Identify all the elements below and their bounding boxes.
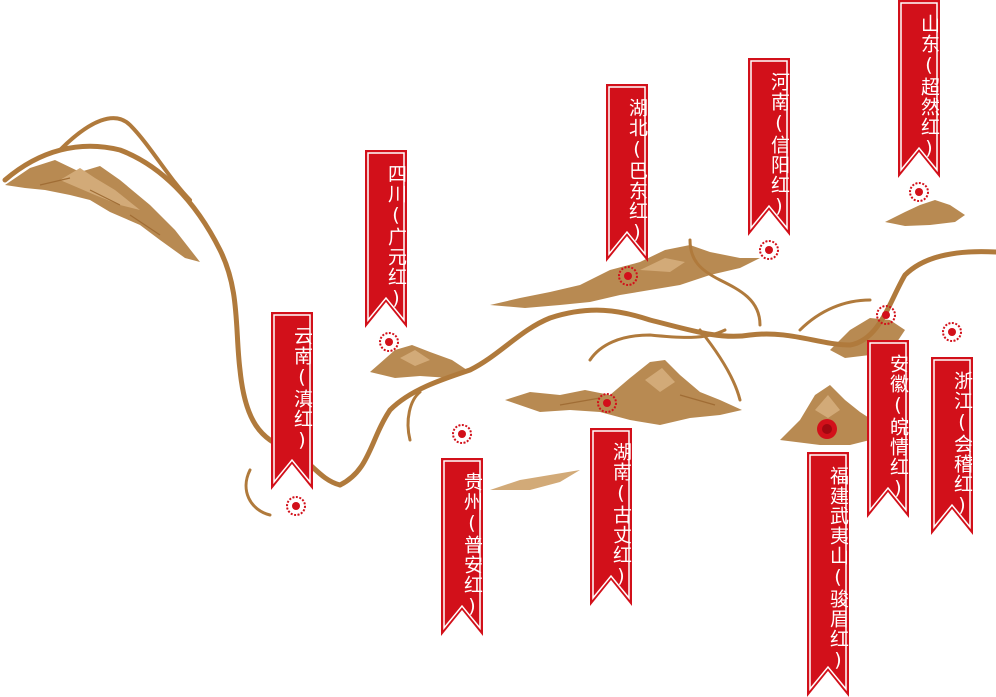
mountain-sichuan <box>370 345 470 378</box>
location-marker-hunan[interactable] <box>596 392 618 414</box>
banner-shandong[interactable]: 山东(超然红) <box>898 0 940 178</box>
location-marker-zhejiang[interactable] <box>941 321 963 343</box>
location-marker-sichuan[interactable] <box>378 331 400 353</box>
location-marker-anhui[interactable] <box>875 304 897 326</box>
banner-fujian[interactable]: 福建武夷山(骏眉红) <box>807 452 849 697</box>
banner-yunnan[interactable]: 云南(滇红) <box>271 312 313 490</box>
banner-label-hubei: 湖北(巴东红) <box>626 98 648 244</box>
banner-label-guizhou: 贵州(普安红) <box>461 472 483 618</box>
banner-zhejiang[interactable]: 浙江(会稽红) <box>931 357 973 535</box>
banner-hubei[interactable]: 湖北(巴东红) <box>606 84 648 262</box>
location-marker-shandong[interactable] <box>908 181 930 203</box>
mountain-range-west <box>5 160 200 262</box>
location-marker-guizhou[interactable] <box>451 423 473 445</box>
banner-label-yunnan: 云南(滇红) <box>291 326 313 452</box>
banner-anhui[interactable]: 安徽(皖情红) <box>867 340 909 518</box>
location-marker-yunnan[interactable] <box>285 495 307 517</box>
banner-label-fujian: 福建武夷山(骏眉红) <box>827 466 849 672</box>
location-marker-henan[interactable] <box>758 239 780 261</box>
banner-sichuan[interactable]: 四川(广元红) <box>365 150 407 328</box>
location-marker-hubei[interactable] <box>617 265 639 287</box>
mountain-shandong <box>885 200 965 226</box>
banner-label-sichuan: 四川(广元红) <box>385 164 407 310</box>
mountain-guizhou-south <box>490 470 580 490</box>
location-marker-fujian[interactable] <box>816 418 838 440</box>
banner-label-zhejiang: 浙江(会稽红) <box>951 371 973 517</box>
banner-label-hunan: 湖南(古丈红) <box>610 442 632 588</box>
banner-label-henan: 河南(信阳红) <box>768 72 790 218</box>
mountain-hunan <box>505 360 742 425</box>
banner-label-anhui: 安徽(皖情红) <box>887 354 909 500</box>
banner-hunan[interactable]: 湖南(古丈红) <box>590 428 632 606</box>
banner-henan[interactable]: 河南(信阳红) <box>748 58 790 236</box>
banner-guizhou[interactable]: 贵州(普安红) <box>441 458 483 636</box>
banner-label-shandong: 山东(超然红) <box>918 14 940 160</box>
